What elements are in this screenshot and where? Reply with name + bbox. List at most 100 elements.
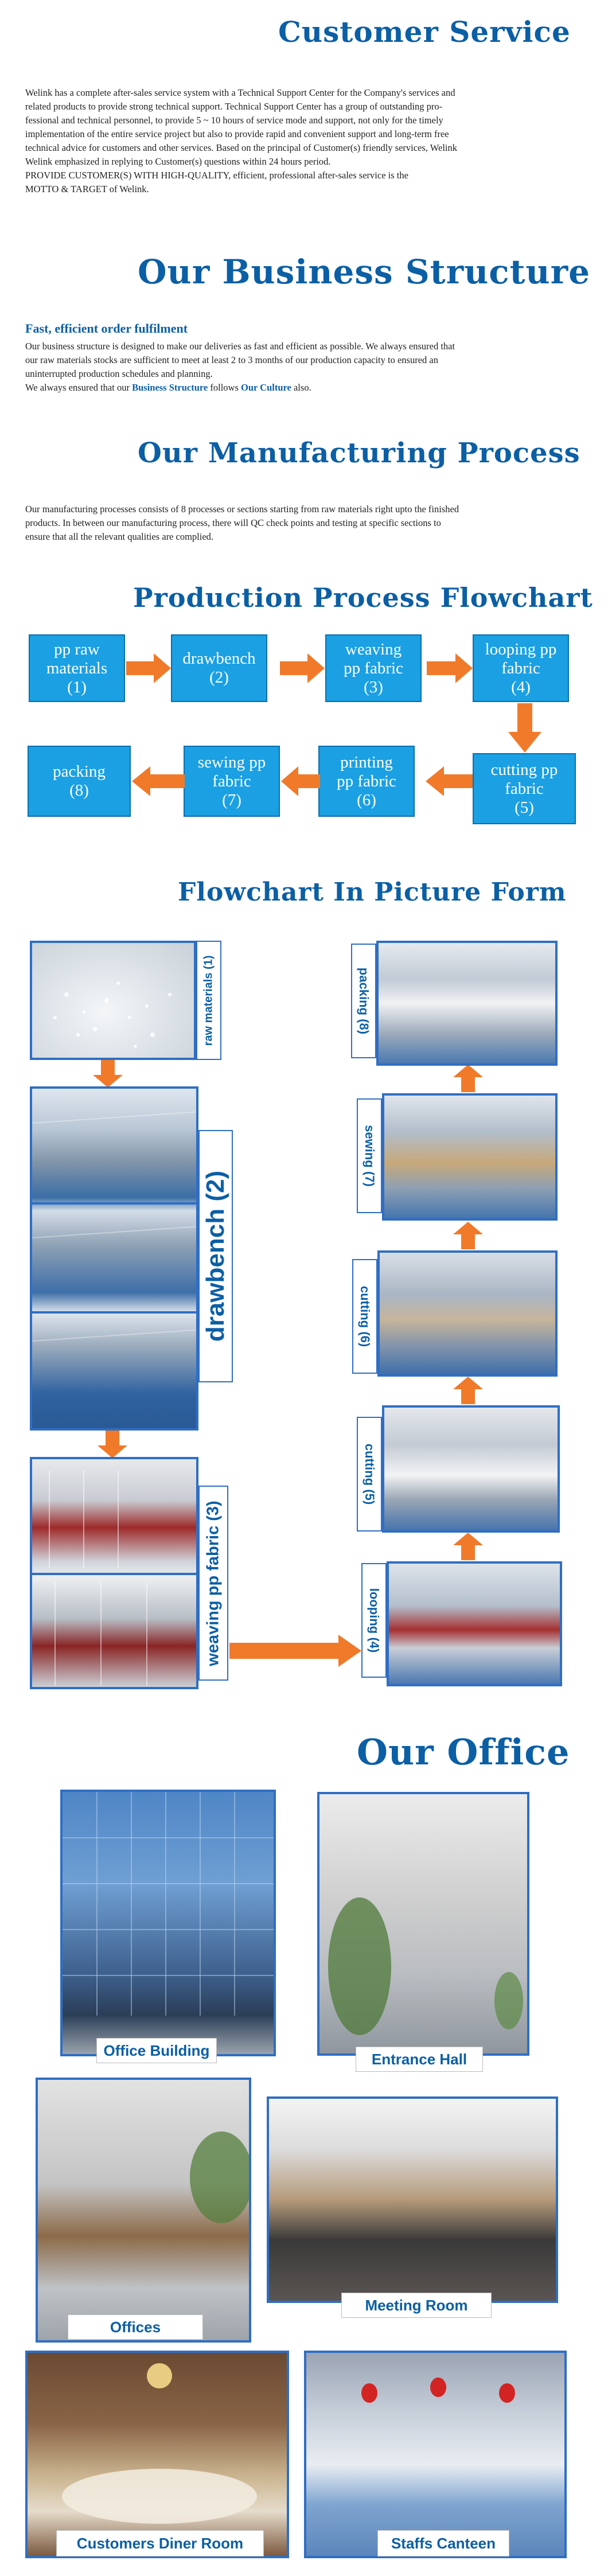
office-building-caption: Office Building: [96, 2038, 217, 2063]
step-number: (7): [222, 790, 241, 809]
offices-photo: [36, 2078, 251, 2343]
cs-line: Welink has a complete after-sales servic…: [25, 87, 455, 98]
cutting6-photo: [377, 1250, 558, 1377]
loom-texture: [32, 1471, 196, 1686]
cutting5-photo: [382, 1405, 560, 1533]
bs-line: uninterrupted production schedules and p…: [25, 368, 213, 379]
step-number: (3): [364, 677, 383, 696]
cutting6-label: cutting (6): [352, 1259, 377, 1374]
step-label: weaving: [345, 640, 402, 658]
bs-line: Our business structure is designed to ma…: [25, 341, 455, 352]
round-table-shape: [62, 2363, 257, 2524]
sewing-photo: [382, 1093, 558, 1221]
bs-text: also.: [291, 382, 311, 393]
cutting5-label: cutting (5): [357, 1417, 382, 1531]
drawbench-photos: [30, 1086, 198, 1431]
arrow-right-icon: [229, 1635, 361, 1667]
step-label: materials: [46, 658, 108, 677]
packing-photo: [376, 941, 558, 1066]
our-culture-keyword: Our Culture: [241, 382, 291, 393]
flowchart-title: Production Process Flowchart: [133, 582, 593, 613]
entrance-hall-photo: [317, 1792, 529, 2056]
entrance-hall-caption: Entrance Hall: [356, 2047, 483, 2072]
step-number: (2): [209, 668, 229, 687]
cs-line: PROVIDE CUSTOMER(S) WITH HIGH-QUALITY, e…: [25, 170, 408, 181]
cs-line: MOTTO & TARGET of Welink.: [25, 184, 149, 194]
packing-label: packing (8): [351, 944, 376, 1058]
step-label: looping pp: [485, 640, 557, 658]
cs-line: fessional and technical personnel, to pr…: [25, 115, 443, 126]
cs-line: Welink emphasized in replying to Custome…: [25, 156, 331, 167]
manufacturing-title: Our Manufacturing Process: [138, 437, 580, 469]
business-structure-subtitle: Fast, efficient order fulfilment: [25, 321, 188, 336]
mp-line: products. In between our manufacturing p…: [25, 517, 441, 528]
business-structure-text: Our business structure is designed to ma…: [25, 340, 587, 395]
bs-text: We always ensured that our: [25, 382, 132, 393]
step-label: pp raw: [54, 640, 100, 658]
step-number: (5): [515, 798, 534, 817]
picture-flow-title: Flowchart In Picture Form: [178, 878, 567, 907]
staffs-canteen-photo: [304, 2351, 567, 2558]
business-structure-keyword: Business Structure: [132, 382, 208, 393]
manufacturing-text: Our manufacturing processes consists of …: [25, 502, 587, 544]
raw-materials-photo: [30, 941, 196, 1060]
flow-step-8: packing (8): [28, 746, 131, 817]
arrow-up-icon: [453, 1222, 483, 1249]
flow-step-2: drawbench (2): [171, 634, 267, 702]
diner-room-caption: Customers Diner Room: [56, 2530, 264, 2556]
bs-text: follows: [208, 382, 241, 393]
raw-materials-text: raw materials (1): [202, 955, 215, 1046]
cutting6-text: cutting (6): [358, 1285, 373, 1347]
weaving-text: weaving pp fabric (3): [204, 1500, 223, 1666]
looping-text: looping (4): [367, 1588, 382, 1653]
arrow-right-icon: [126, 653, 171, 683]
weaving-label: weaving pp fabric (3): [198, 1486, 228, 1681]
arrow-down-icon: [98, 1431, 127, 1458]
step-label: cutting pp: [490, 760, 558, 779]
step-label: pp fabric: [344, 658, 403, 677]
cutting5-text: cutting (5): [363, 1443, 377, 1505]
weaving-photos: [30, 1457, 198, 1689]
cs-line: technical advice for customers and other…: [25, 142, 457, 153]
arrow-left-icon: [132, 766, 185, 796]
plant-shape: [328, 1897, 523, 2035]
step-label: pp fabric: [337, 771, 396, 790]
arrow-up-icon: [453, 1065, 483, 1092]
sewing-text: sewing (7): [363, 1125, 377, 1187]
step-label: packing: [53, 762, 106, 781]
staffs-canteen-caption: Staffs Canteen: [377, 2530, 509, 2556]
step-label: fabric: [212, 771, 251, 790]
arrow-right-icon: [280, 653, 325, 683]
offices-caption: Offices: [68, 2314, 203, 2340]
meeting-room-caption: Meeting Room: [341, 2293, 492, 2318]
cs-line: implementation of the entire service pro…: [25, 128, 449, 139]
flow-step-5: cutting pp fabric (5): [473, 753, 576, 824]
customer-service-text: Welink has a complete after-sales servic…: [25, 86, 587, 196]
flow-step-1: pp raw materials (1): [29, 634, 125, 702]
arrow-up-icon: [453, 1377, 483, 1404]
step-label: drawbench: [182, 649, 256, 668]
meeting-room-photo: [267, 2096, 558, 2303]
cs-line: related products to provide strong techn…: [25, 101, 443, 112]
business-structure-title: Our Business Structure: [138, 252, 591, 291]
mp-line: ensure that all the relevant qualities a…: [25, 531, 214, 542]
arrow-up-icon: [453, 1533, 483, 1560]
arrow-left-icon: [426, 766, 473, 796]
sewing-label: sewing (7): [357, 1098, 382, 1213]
pellets-texture: [53, 981, 172, 1048]
step-number: (4): [511, 677, 531, 696]
step-label: fabric: [501, 658, 540, 677]
flow-step-6: printing pp fabric (6): [318, 746, 415, 817]
arrow-down-icon: [93, 1060, 123, 1088]
glass-facade-texture: [63, 1792, 274, 2016]
office-title: Our Office: [357, 1731, 570, 1773]
plant-shape: [190, 2131, 249, 2223]
customer-service-title: Customer Service: [278, 15, 571, 49]
drawbench-label: drawbench (2): [198, 1130, 233, 1382]
arrow-left-icon: [281, 766, 320, 796]
flow-step-3: weaving pp fabric (3): [325, 634, 422, 702]
step-number: (1): [67, 677, 87, 696]
step-label: printing: [340, 753, 393, 771]
flow-step-7: sewing pp fabric (7): [184, 746, 280, 817]
step-label: fabric: [505, 779, 544, 798]
